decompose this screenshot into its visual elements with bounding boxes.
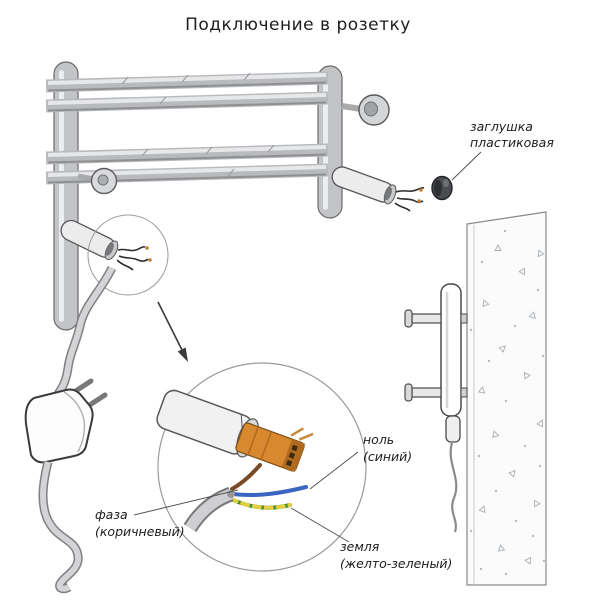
- neutral-label-line1: ноль: [363, 432, 394, 447]
- phase-label-line2: (коричневый): [95, 524, 185, 539]
- bracket-gland: [445, 415, 461, 443]
- wall-mount-view: [404, 211, 547, 586]
- connector-wires-right: [394, 186, 425, 212]
- wall-anchor: [460, 387, 468, 398]
- towel-rail: [45, 61, 453, 331]
- neutral-wire: [231, 485, 308, 498]
- ground-label-line2: (желто-зеленый): [340, 556, 452, 571]
- plug-body: [24, 388, 94, 464]
- power-cable-lower: [38, 460, 83, 594]
- mounting-bracket: [404, 283, 468, 533]
- cap-label-line1: заглушка: [470, 119, 533, 134]
- leader-line-cap: [451, 151, 482, 181]
- bracket-pin: [404, 309, 442, 328]
- phase-wire: [230, 463, 262, 491]
- annotation-cap: заглушка пластиковая: [451, 119, 554, 181]
- tube-hatch-marks: [121, 72, 275, 177]
- cable-sheath: [185, 488, 234, 532]
- valve-knob-left: [77, 167, 118, 195]
- leader-line-ground: [290, 507, 350, 543]
- terminal-block: [235, 422, 314, 473]
- terminal-hole: [291, 444, 298, 452]
- leader-line-phase: [133, 489, 239, 516]
- annotation-phase: фаза (коричневый): [95, 489, 239, 539]
- post-highlight: [59, 70, 64, 322]
- rail-tube: [45, 143, 329, 165]
- cable-connector-right: [331, 166, 425, 212]
- bracket-cable: [449, 441, 458, 533]
- copper-strand: [298, 432, 314, 441]
- phase-label-line1: фаза: [95, 507, 128, 522]
- plug-face-line: [63, 391, 86, 453]
- wire-tip: [417, 199, 421, 203]
- detail-circle-small: [87, 214, 169, 296]
- power-cable-upper: [54, 265, 117, 397]
- rail-tube: [45, 91, 329, 113]
- wall-section: [466, 211, 547, 586]
- wall-anchor: [460, 313, 468, 324]
- wire-tip: [145, 246, 149, 250]
- rail-tubes: [45, 71, 329, 185]
- power-plug: [24, 378, 108, 464]
- terminal-hole: [288, 452, 296, 459]
- annotation-ground: земля (желто-зеленый): [290, 507, 452, 571]
- wire-tip: [419, 188, 423, 192]
- left-post: [53, 61, 79, 331]
- terminal-hole: [285, 459, 293, 467]
- rail-tube: [45, 71, 329, 93]
- copper-strand: [290, 427, 305, 437]
- wall-texture-triangles: [477, 244, 545, 565]
- leader-line-neutral: [309, 451, 359, 490]
- magnifier-detail: [156, 362, 367, 572]
- wire-tip: [148, 258, 152, 262]
- bracket-pin: [404, 383, 442, 402]
- right-post: [317, 65, 343, 219]
- valve-knob-right: [341, 94, 390, 126]
- magnifier-circle: [157, 362, 367, 572]
- wall-texture-dots: [469, 229, 546, 576]
- ground-label-line1: земля: [340, 539, 380, 554]
- cap-highlight: [443, 179, 449, 187]
- cable-connector-left: [60, 219, 152, 271]
- ground-wire-stripe: [229, 497, 292, 510]
- magnifier-arrow: [157, 301, 188, 362]
- annotation-neutral: ноль (синий): [309, 432, 412, 490]
- neutral-label-line2: (синий): [363, 449, 412, 464]
- diagram-title: Подключение в розетку: [185, 15, 411, 35]
- plastic-cap: [431, 175, 453, 201]
- connector-wires-left: [116, 246, 149, 271]
- cap-label-line2: пластиковая: [470, 135, 554, 150]
